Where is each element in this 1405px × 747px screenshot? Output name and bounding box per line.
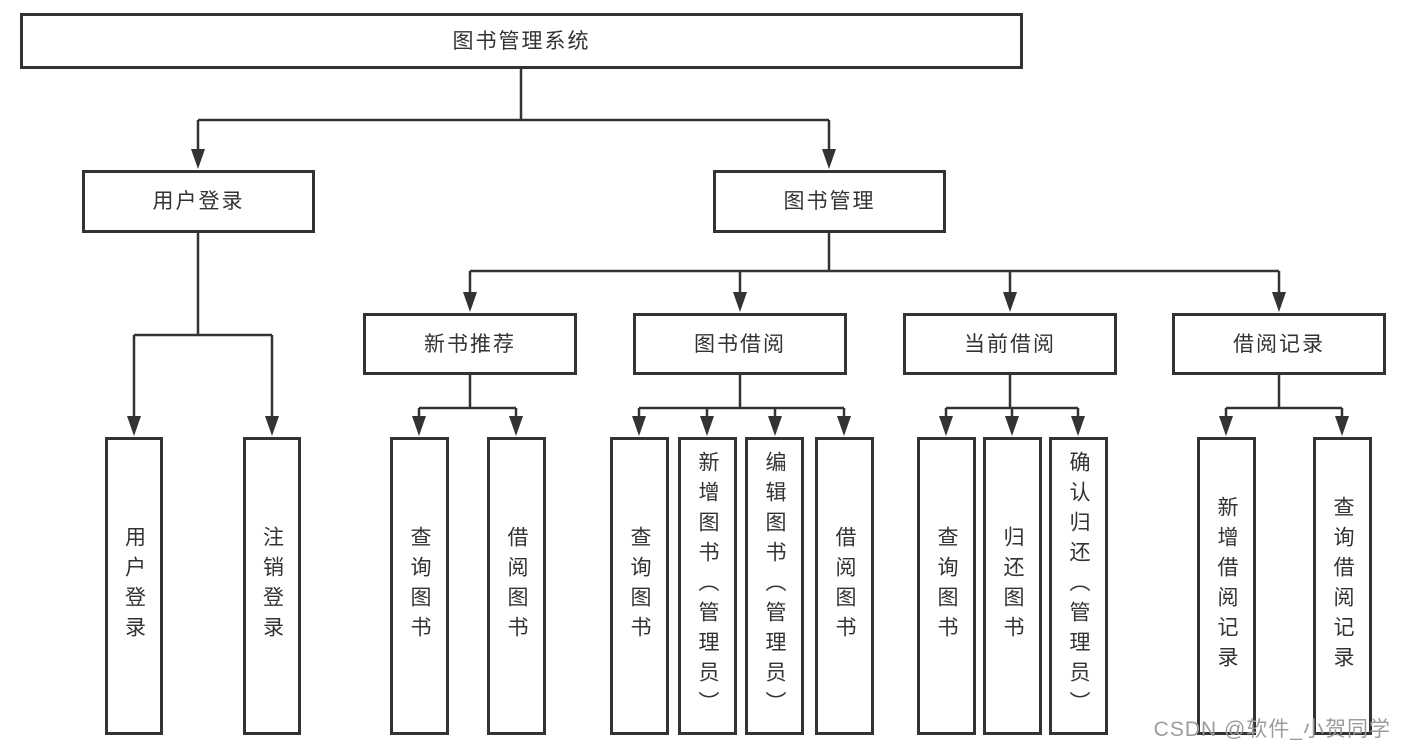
arrowhead [632, 416, 646, 436]
leaf-return-books-label: 归还图书 [1001, 526, 1024, 646]
arrowhead [700, 416, 714, 436]
leaf-confirm-return-admin-label: 确认归还（管理员） [1067, 451, 1090, 721]
node-book-management: 图书管理 [713, 170, 946, 233]
node-user-login: 用户登录 [82, 170, 315, 233]
arrowhead [837, 416, 851, 436]
arrowhead [509, 416, 523, 436]
arrowhead [768, 416, 782, 436]
arrowhead [1003, 292, 1017, 312]
connector-new-book-recommend [417, 374, 518, 417]
leaf-borrow-books-recommend-label: 借阅图书 [505, 526, 528, 646]
connector-current-borrow [944, 374, 1080, 417]
arrowhead [1272, 292, 1286, 312]
arrowhead [1335, 416, 1349, 436]
leaf-query-books-borrow-label: 查询图书 [628, 526, 651, 646]
arrowhead [127, 416, 141, 436]
node-book-borrow-label: 图书借阅 [694, 332, 786, 356]
node-current-borrow-label: 当前借阅 [964, 332, 1056, 356]
node-book-borrow: 图书借阅 [633, 313, 847, 375]
leaf-confirm-return-admin: 确认归还（管理员） [1049, 437, 1108, 735]
leaf-logout: 注销登录 [243, 437, 301, 735]
node-root: 图书管理系统 [20, 13, 1023, 69]
leaf-user-login-label: 用户登录 [122, 526, 146, 646]
leaf-borrow-books-recommend: 借阅图书 [487, 437, 546, 735]
leaf-user-login: 用户登录 [105, 437, 163, 735]
leaf-borrow-books: 借阅图书 [815, 437, 874, 735]
arrowhead [265, 416, 279, 436]
leaf-logout-label: 注销登录 [260, 526, 284, 646]
node-user-login-label: 用户登录 [152, 190, 245, 213]
connector-book-borrow [637, 374, 846, 417]
node-book-management-label: 图书管理 [783, 190, 876, 213]
node-borrow-records: 借阅记录 [1172, 313, 1386, 375]
connector-borrow-records [1224, 374, 1344, 417]
connector-root [196, 68, 831, 150]
node-borrow-records-label: 借阅记录 [1233, 332, 1325, 356]
leaf-query-books-recommend-label: 查询图书 [408, 526, 431, 646]
leaf-return-books: 归还图书 [983, 437, 1042, 735]
leaf-query-books-current: 查询图书 [917, 437, 976, 735]
leaf-edit-book-admin: 编辑图书（管理员） [745, 437, 804, 735]
arrowhead [939, 416, 953, 436]
leaf-add-borrow-record-label: 新增借阅记录 [1215, 496, 1238, 676]
arrowhead [1071, 416, 1085, 436]
csdn-watermark: CSDN @软件_小贺同学 [1153, 718, 1391, 741]
leaf-query-borrow-record: 查询借阅记录 [1313, 437, 1372, 735]
node-current-borrow: 当前借阅 [903, 313, 1117, 375]
leaf-add-book-admin: 新增图书（管理员） [678, 437, 737, 735]
arrowhead [1005, 416, 1019, 436]
arrowhead [1219, 416, 1233, 436]
arrowhead [191, 149, 205, 169]
leaf-edit-book-admin-label: 编辑图书（管理员） [763, 451, 786, 721]
arrowhead [463, 292, 477, 312]
leaf-add-borrow-record: 新增借阅记录 [1197, 437, 1256, 735]
connector-book-management [468, 233, 1281, 293]
leaf-query-books-borrow: 查询图书 [610, 437, 669, 735]
node-new-book-recommend-label: 新书推荐 [424, 332, 516, 356]
leaf-query-books-recommend: 查询图书 [390, 437, 449, 735]
node-root-label: 图书管理系统 [452, 29, 591, 53]
leaf-borrow-books-label: 借阅图书 [833, 526, 856, 646]
arrowhead [412, 416, 426, 436]
arrowhead [733, 292, 747, 312]
node-new-book-recommend: 新书推荐 [363, 313, 577, 375]
connector-user-login [132, 233, 274, 417]
leaf-query-books-current-label: 查询图书 [935, 526, 958, 646]
leaf-query-borrow-record-label: 查询借阅记录 [1331, 496, 1354, 676]
leaf-add-book-admin-label: 新增图书（管理员） [696, 451, 719, 721]
arrowhead [822, 149, 836, 169]
